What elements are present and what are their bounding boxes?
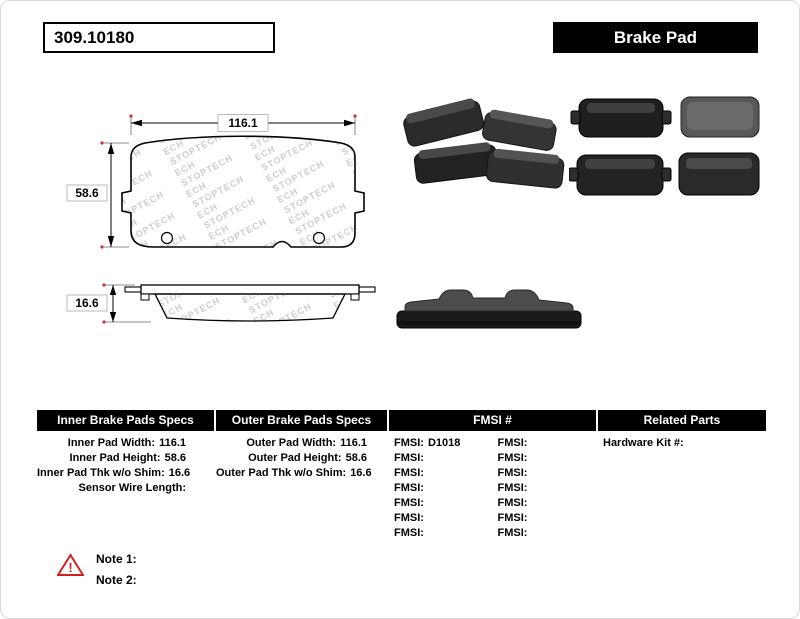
inner-spec-row: Inner Pad Thk w/o Shim:16.6	[37, 467, 191, 479]
technical-drawing: STOPTECH STOPTECH 116.1	[66, 114, 376, 324]
fmsi-subcolumn-1: FMSI:D1018 FMSI: FMSI: FMSI: FMSI: FMSI:…	[389, 436, 493, 541]
dimension-height: 58.6	[66, 141, 129, 249]
fmsi-row: FMSI:	[497, 497, 528, 509]
product-type-label: Brake Pad	[613, 27, 698, 47]
part-number-box: 309.10180	[43, 22, 275, 53]
inner-spec-row: Inner Pad Width:116.1	[67, 437, 186, 449]
dim-width-label: 116.1	[228, 116, 258, 130]
related-parts-header: Related Parts	[598, 410, 766, 431]
fmsi-row: FMSI:	[497, 467, 528, 479]
product-photo-pads-angled	[403, 98, 565, 189]
product-type-badge: Brake Pad	[553, 22, 758, 53]
fmsi-column: FMSI # FMSI:D1018 FMSI: FMSI: FMSI: FMSI…	[389, 410, 596, 541]
dimension-width: 116.1	[129, 114, 357, 135]
warning-triangle-icon: !	[57, 553, 84, 576]
dim-thickness-label: 16.6	[75, 296, 99, 310]
fmsi-row: FMSI:	[394, 452, 424, 464]
fmsi-row: FMSI:	[497, 527, 528, 539]
note-1: Note 1:	[96, 552, 137, 566]
inner-spec-row: Sensor Wire Length:	[78, 482, 186, 494]
svg-text:!: !	[68, 560, 72, 575]
pad-profile-view	[124, 284, 376, 322]
fmsi-header: FMSI #	[389, 410, 596, 431]
note-2: Note 2:	[96, 573, 137, 587]
product-photo-pad-edge	[396, 289, 582, 329]
dimension-thickness: 16.6	[66, 283, 151, 324]
fmsi-row: FMSI:	[497, 482, 528, 494]
outer-specs-header: Outer Brake Pads Specs	[216, 410, 387, 431]
fmsi-row: FMSI:	[497, 452, 528, 464]
product-photo-pads-grid	[569, 96, 760, 196]
related-part-row: Hardware Kit #:	[603, 437, 684, 449]
fmsi-row: FMSI:D1018	[394, 437, 461, 449]
dim-height-label: 58.6	[75, 186, 99, 200]
related-parts-column: Related Parts Hardware Kit #:	[598, 410, 766, 451]
outer-spec-row: Outer Pad Height:58.6	[248, 452, 367, 464]
fmsi-row: FMSI:	[497, 512, 528, 524]
fmsi-row: FMSI:	[394, 467, 424, 479]
fmsi-subcolumn-2: FMSI: FMSI: FMSI: FMSI: FMSI: FMSI: FMSI…	[493, 436, 597, 541]
inner-specs-column: Inner Brake Pads Specs Inner Pad Width:1…	[37, 410, 214, 496]
pad-hole-left	[160, 231, 174, 245]
pad-profile-friction	[153, 293, 347, 322]
fmsi-row: FMSI:	[394, 512, 424, 524]
pad-front-outline	[121, 135, 365, 248]
pad-front-view	[121, 135, 365, 248]
outer-spec-row: Outer Pad Thk w/o Shim:16.6	[216, 467, 372, 479]
outer-specs-column: Outer Brake Pads Specs Outer Pad Width:1…	[216, 410, 387, 481]
inner-specs-header: Inner Brake Pads Specs	[37, 410, 214, 431]
outer-spec-row: Outer Pad Width:116.1	[246, 437, 367, 449]
fmsi-row: FMSI:	[394, 482, 424, 494]
part-number: 309.10180	[54, 27, 135, 47]
fmsi-row: FMSI:	[394, 527, 424, 539]
pad-hole-right	[312, 231, 326, 245]
fmsi-row: FMSI:	[497, 437, 528, 449]
fmsi-row: FMSI:	[394, 497, 424, 509]
inner-spec-row: Inner Pad Height:58.6	[69, 452, 186, 464]
